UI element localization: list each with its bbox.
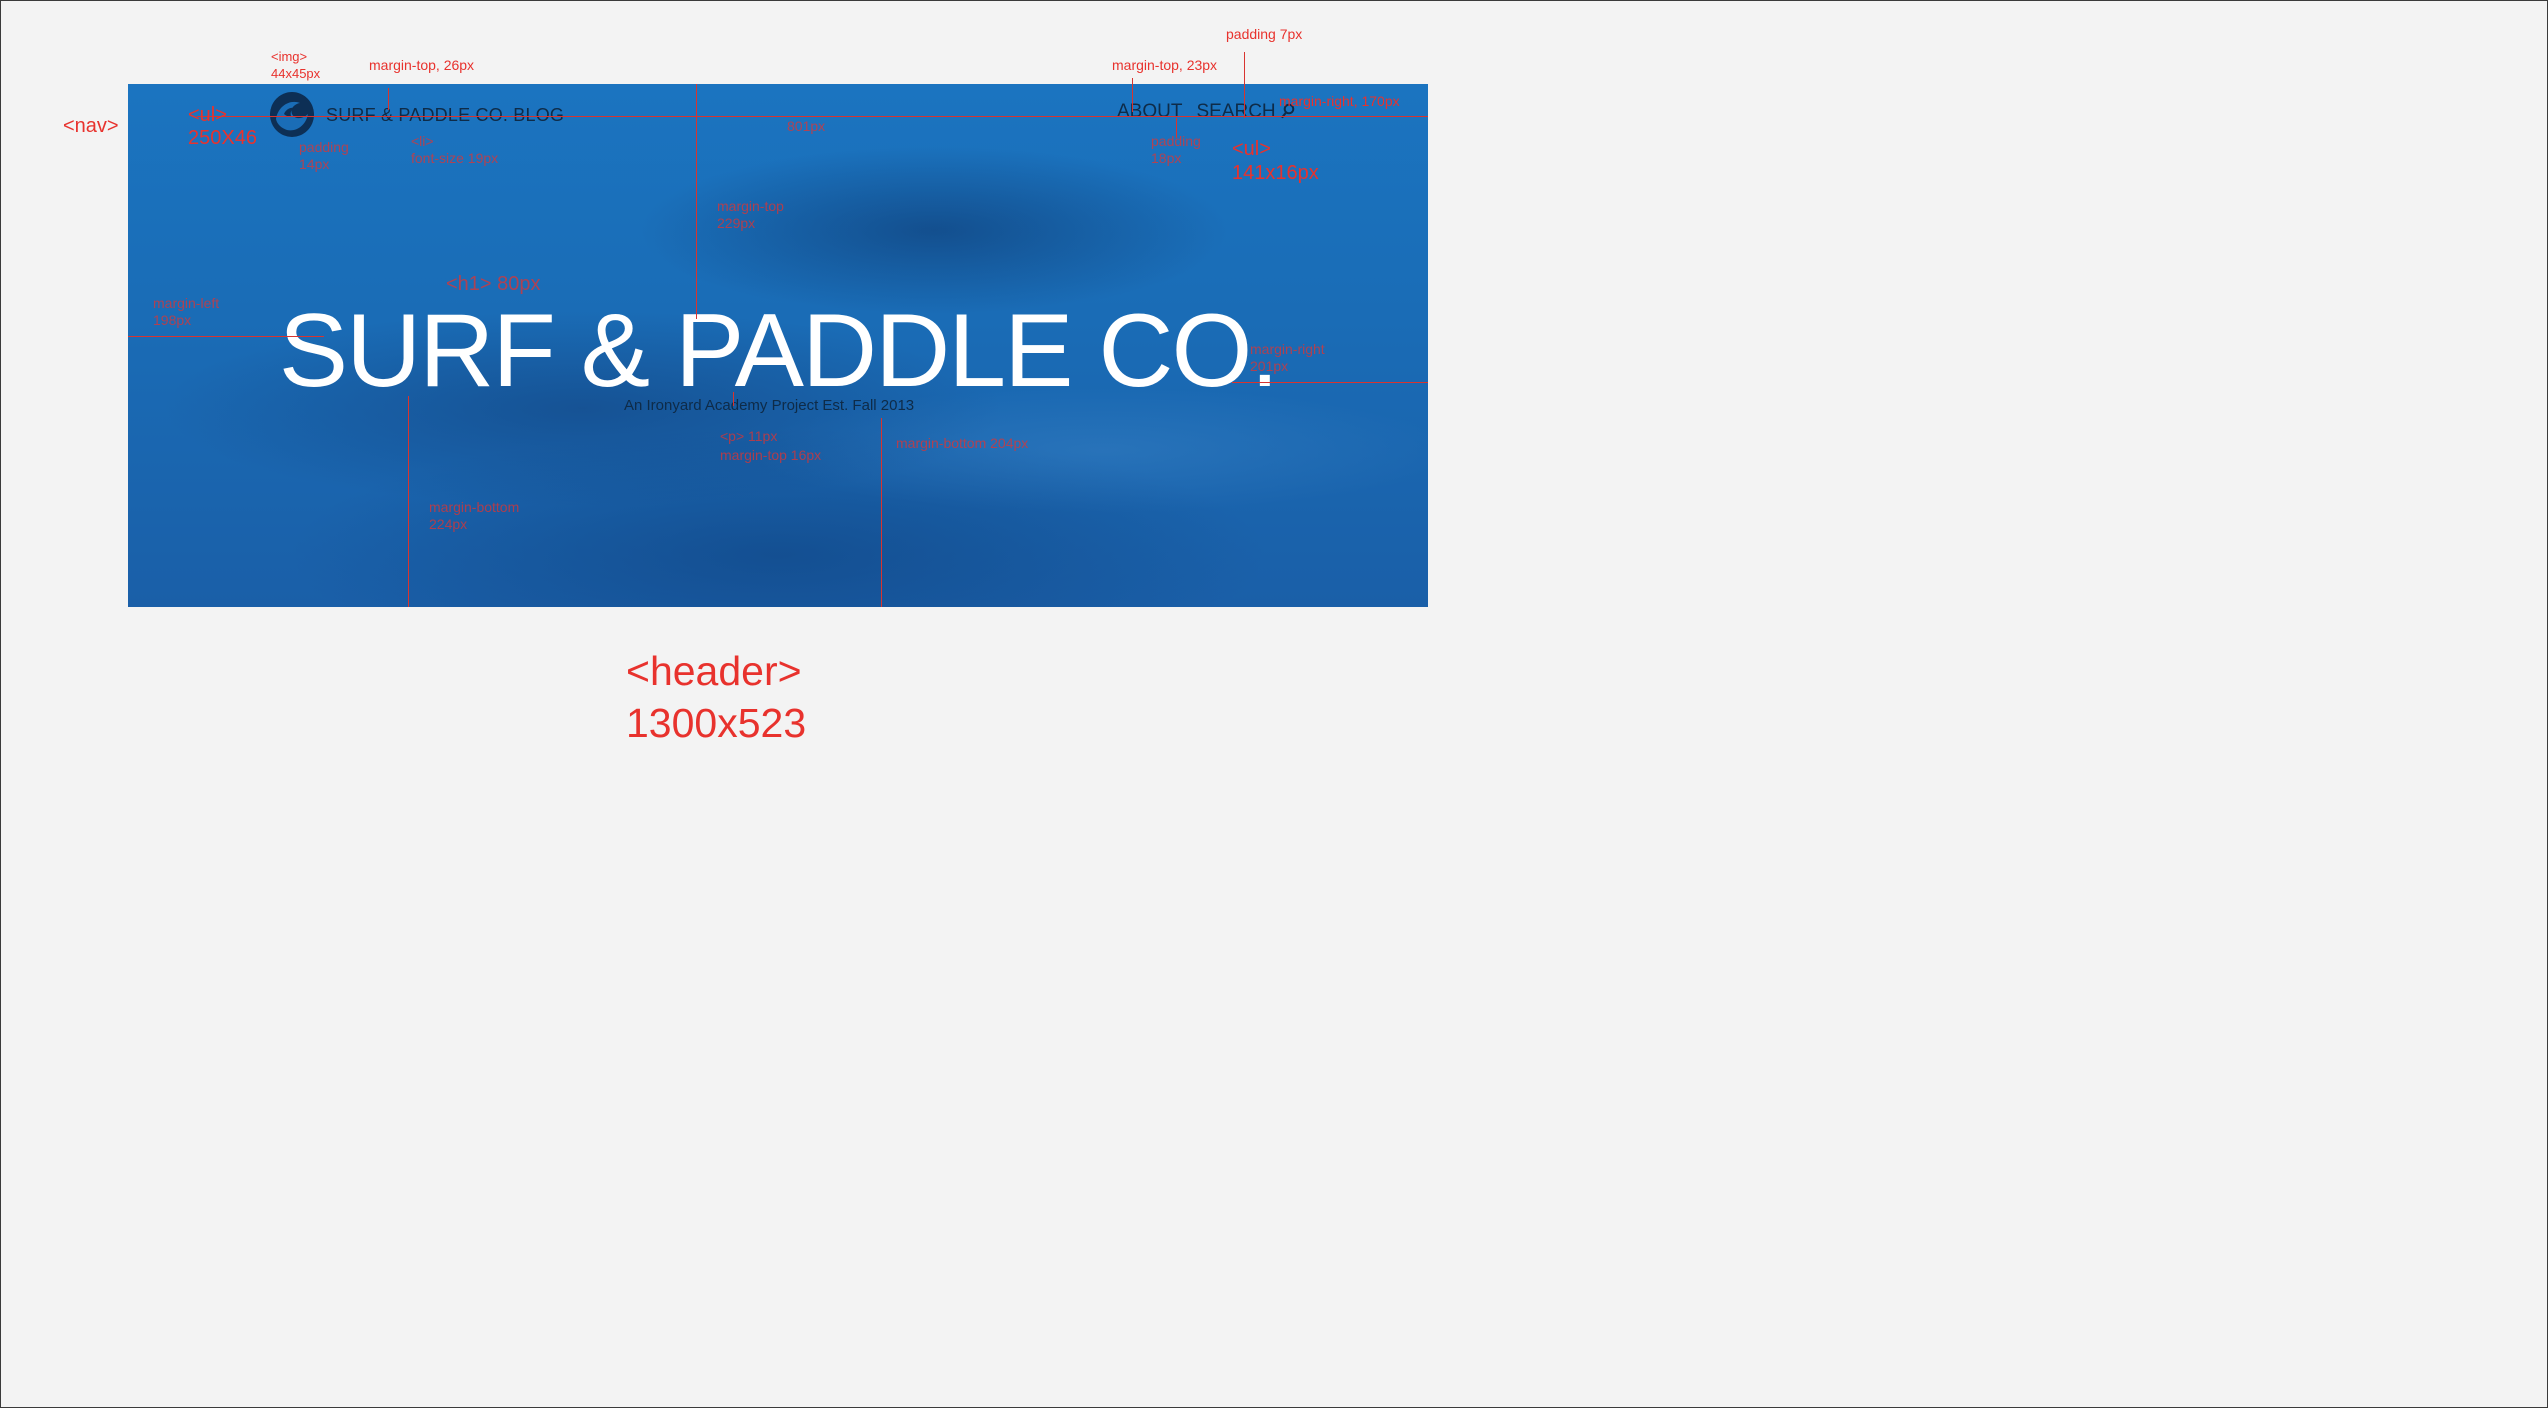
- img-tag-label: <img>: [271, 49, 308, 64]
- img-padding-label-1: padding: [299, 139, 349, 155]
- nav-tag-label: <nav>: [63, 115, 119, 137]
- h1-size-label: <h1> 80px: [446, 273, 541, 295]
- margin-bottom-224-guide: [408, 396, 409, 607]
- nav-item-about[interactable]: ABOUT: [1117, 101, 1183, 122]
- margin-right-170-label: margin-right, 170px: [1279, 93, 1400, 109]
- margin-top-guide: [696, 84, 697, 319]
- header-size-label: 1300x523: [626, 700, 807, 746]
- hero-subtitle: An Ironyard Academy Project Est. Fall 20…: [624, 397, 915, 414]
- padding-7-label: padding 7px: [1226, 26, 1303, 42]
- padding-18-label-2: 18px: [1151, 150, 1182, 166]
- img-padding-label-2: 14px: [299, 156, 330, 172]
- wave-logo-icon[interactable]: [270, 92, 314, 137]
- header-tag-label: <header>: [626, 648, 802, 694]
- margin-bottom-204-label: margin-bottom 204px: [896, 435, 1029, 451]
- ul-right-tag-label: <ul>: [1232, 138, 1271, 160]
- nav-item-search-label: SEARCH: [1196, 101, 1276, 122]
- margin-left-guide: [128, 336, 324, 337]
- img-size-label: 44x45px: [271, 66, 321, 81]
- margin-bottom-224-label-1: margin-bottom: [429, 499, 520, 515]
- margin-right-201-label-2: 201px: [1250, 358, 1289, 374]
- margin-top-23-label: margin-top, 23px: [1112, 57, 1218, 73]
- main-nav: ABOUT SEARCH: [1117, 101, 1295, 123]
- margin-left-label-2: 198px: [153, 312, 192, 328]
- margin-left-label-1: margin-left: [153, 295, 220, 311]
- ul-left-size-label: 250X46: [188, 127, 257, 149]
- margin-top-23-guide: [1132, 78, 1133, 112]
- padding-18-guide: [1176, 118, 1177, 138]
- site-header: SURF & PADDLE CO. BLOG ABOUT SEARCH SURF…: [128, 84, 1428, 607]
- width-801-label: 801px: [787, 118, 826, 134]
- margin-right-201-label-1: margin-right: [1250, 341, 1325, 357]
- margin-top-26-guide: [388, 88, 389, 110]
- nav-baseline-guide: [197, 116, 1428, 117]
- ul-right-size-label: 141x16px: [1232, 162, 1319, 184]
- margin-top-229-label-2: 229px: [717, 215, 756, 231]
- ul-left-tag-label: <ul>: [188, 104, 227, 126]
- p-margin-top-guide: [733, 392, 734, 406]
- hero-title: SURF & PADDLE CO.: [278, 293, 1279, 409]
- margin-bottom-224-label-2: 224px: [429, 516, 468, 532]
- li-tag-label: <li>: [411, 133, 434, 149]
- p-size-label: <p> 11px: [720, 428, 778, 444]
- padding-7-guide: [1244, 52, 1245, 118]
- margin-right-guide: [1232, 382, 1428, 383]
- site-brand-link[interactable]: SURF & PADDLE CO. BLOG: [326, 105, 565, 125]
- padding-18-label-1: padding: [1151, 133, 1201, 149]
- li-font-size-label: font-size 19px: [411, 150, 499, 166]
- p-margin-top-label: margin-top 16px: [720, 447, 822, 463]
- margin-top-26-label: margin-top, 26px: [369, 57, 475, 73]
- margin-bottom-204-guide: [881, 418, 882, 607]
- margin-top-229-label-1: margin-top: [717, 198, 784, 214]
